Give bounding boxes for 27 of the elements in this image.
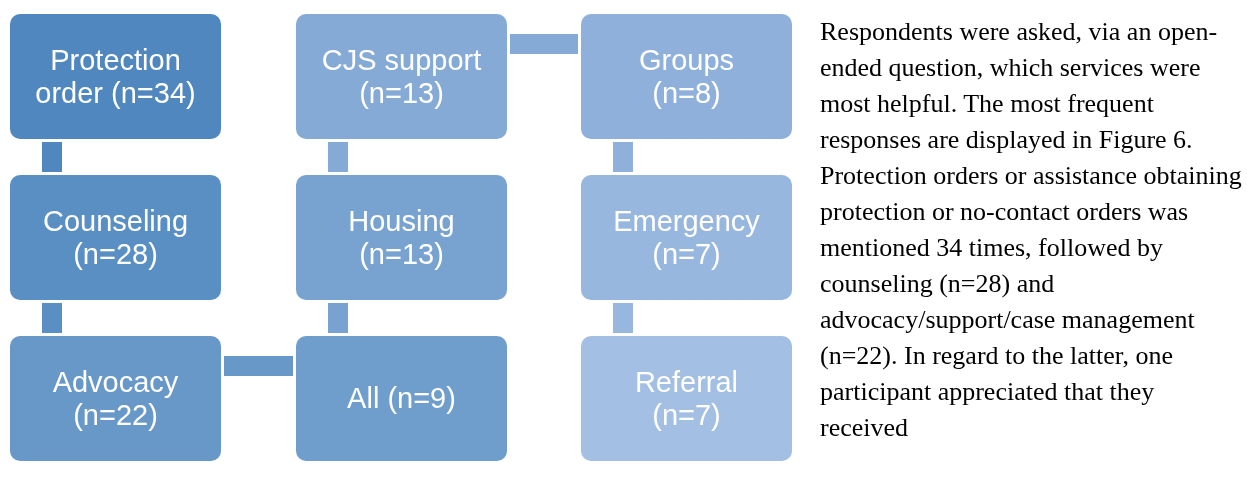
category-label: Emergency (n=7) [612, 204, 761, 271]
category-label: Protection order (n=34) [34, 43, 197, 110]
category-box [10, 175, 221, 300]
category-label: Referral (n=7) [633, 365, 740, 432]
connector-bar [42, 142, 62, 172]
connector-bar [42, 303, 62, 333]
category-box [581, 175, 792, 300]
category-box [10, 14, 221, 139]
category-box [581, 14, 792, 139]
connector-bar [328, 303, 348, 333]
category-box [10, 336, 221, 461]
body-paragraph: Respondents were asked, via an open-ended question, which services were most helpful. The most frequent responses are displayed in Figure 6. Protection orders or assistance obtaining protection or no-contact orders was mentioned 34 times, followed by counseling (n=28) and advocacy/support/case management (n=22). In regard to the latter, one participant appreciated that they received [820, 16, 1243, 444]
connector-bar [613, 142, 633, 172]
category-box [296, 175, 507, 300]
connector-bar [328, 142, 348, 172]
connector-bar [510, 34, 578, 54]
category-label: All (n=9) [347, 382, 456, 415]
connector-bar [613, 303, 633, 333]
category-box [581, 336, 792, 461]
category-label: Groups (n=8) [637, 43, 736, 110]
category-box [296, 14, 507, 139]
category-box [296, 336, 507, 461]
category-label: CJS support (n=13) [320, 43, 483, 110]
connector-bar [224, 356, 293, 376]
category-label: Counseling (n=28) [41, 204, 190, 271]
category-label: Advocacy (n=22) [51, 365, 180, 432]
category-label: Housing (n=13) [347, 204, 456, 271]
